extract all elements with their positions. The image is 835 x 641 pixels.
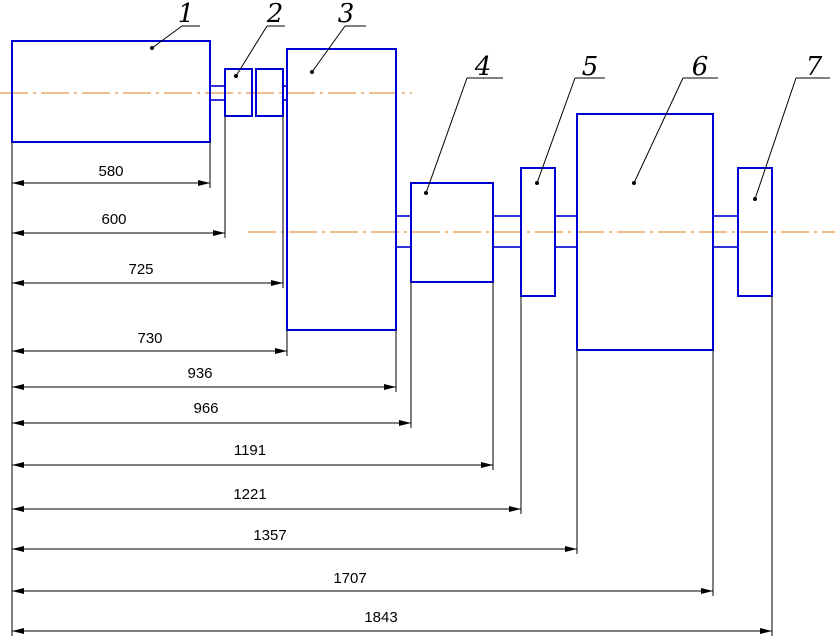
component-2b-body xyxy=(255,68,284,117)
dim-text-725: 725 xyxy=(128,261,153,278)
leader-5 xyxy=(536,77,576,184)
dim-text-936: 936 xyxy=(187,365,212,382)
leader-dot-6 xyxy=(632,181,636,185)
leader-dot-4 xyxy=(424,191,428,195)
leader-6 xyxy=(633,77,684,184)
component-7-body xyxy=(737,167,773,297)
leader-dot-7 xyxy=(753,197,757,201)
leaders xyxy=(150,25,830,201)
dim-text-600: 600 xyxy=(101,211,126,228)
dim-text-1191: 1191 xyxy=(234,442,266,459)
leader-2 xyxy=(235,25,268,77)
component-label-5: 5 xyxy=(582,52,599,82)
component-label-7: 7 xyxy=(806,52,823,82)
component-3-body xyxy=(286,48,397,331)
component-label-2: 2 xyxy=(266,0,284,29)
leader-3 xyxy=(311,25,346,73)
leader-7 xyxy=(754,77,797,200)
dim-text-580: 580 xyxy=(98,163,123,180)
component-4-body xyxy=(410,182,494,283)
leader-dot-3 xyxy=(310,70,314,74)
component-2a-body xyxy=(224,68,253,117)
dimension-lines xyxy=(12,180,772,634)
leader-dot-2 xyxy=(234,74,238,78)
component-label-4: 4 xyxy=(474,52,492,82)
component-1-body xyxy=(11,40,211,143)
dim-text-1707: 1707 xyxy=(333,570,366,587)
component-label-6: 6 xyxy=(692,52,709,82)
dim-text-1357: 1357 xyxy=(253,527,286,544)
component-label-1: 1 xyxy=(178,0,195,29)
component-5-body xyxy=(520,167,556,297)
dim-text-1221: 1221 xyxy=(233,486,266,503)
leader-4 xyxy=(425,77,468,194)
leader-1 xyxy=(151,25,183,49)
leader-dot-5 xyxy=(535,181,539,185)
leader-dot-1 xyxy=(150,46,154,50)
component-6-body xyxy=(576,113,714,351)
component-label-3: 3 xyxy=(338,0,355,29)
dim-text-1843: 1843 xyxy=(364,609,397,626)
dim-text-966: 966 xyxy=(193,400,218,417)
dim-text-730: 730 xyxy=(137,330,162,347)
